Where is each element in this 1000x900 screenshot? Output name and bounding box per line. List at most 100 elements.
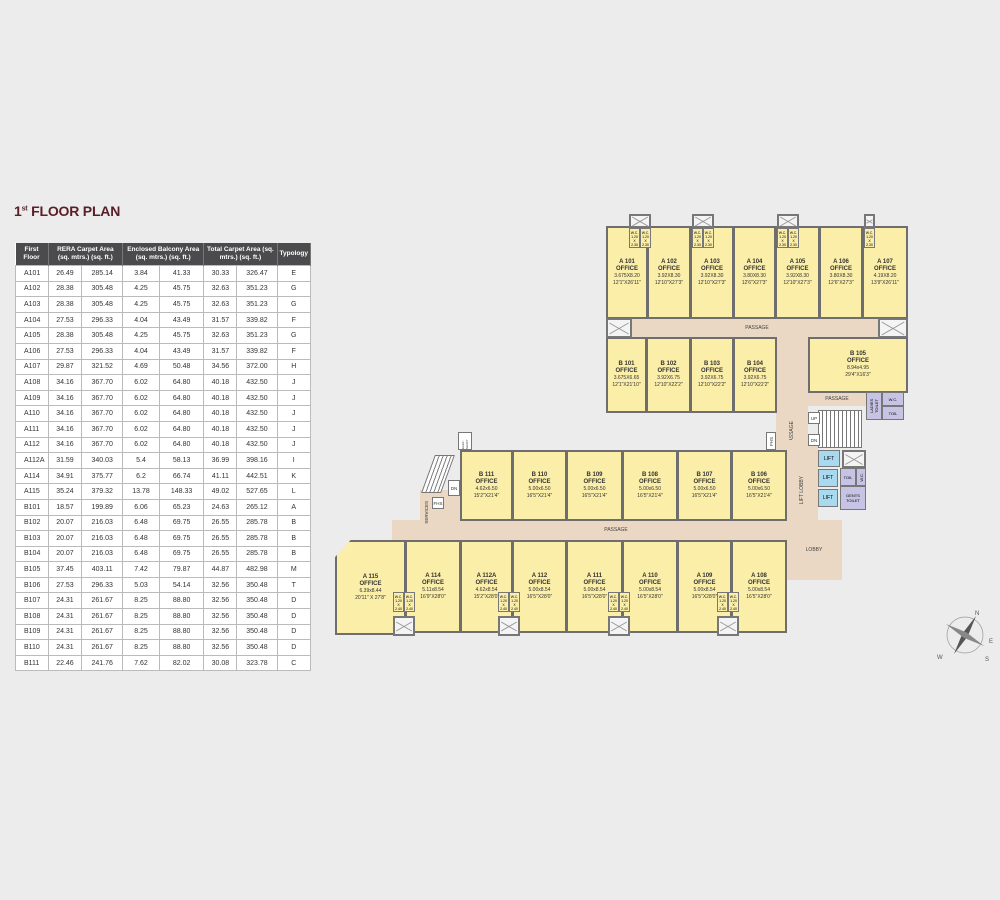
room-size-metric: 5.11x8.54 bbox=[422, 586, 444, 593]
room-size-metric: 3.675X8.20 bbox=[614, 272, 640, 279]
duct bbox=[608, 616, 630, 636]
gents-toilet: GENTS TOILET bbox=[840, 486, 866, 510]
room-number: A 115 bbox=[362, 573, 379, 580]
wc-cubicle: W.C. 1.20 X 2.40 bbox=[728, 592, 739, 612]
room-type: OFFICE bbox=[615, 368, 638, 374]
table-cell: 285.14 bbox=[81, 265, 124, 282]
room-number: A 103 bbox=[704, 258, 720, 265]
room-size-imperial: 12'10"X27'3" bbox=[783, 279, 812, 286]
room-size-metric: 8.94x4.95 bbox=[847, 365, 869, 371]
room-type: OFFICE bbox=[701, 265, 723, 272]
room-size-metric: 5.00x8.54 bbox=[639, 586, 661, 593]
table-cell: 22.46 bbox=[47, 654, 83, 672]
room-number: A 107 bbox=[877, 258, 893, 265]
room-size-imperial: 12'10"X22'2" bbox=[740, 382, 770, 388]
room-type: OFFICE bbox=[583, 579, 606, 586]
room-size-imperial: 13'9"X26'11" bbox=[871, 279, 899, 286]
room-number: A 104 bbox=[746, 258, 763, 265]
wc-cubicle: W.C. 1.20 X 2.40 bbox=[509, 592, 520, 612]
passage-top: PASSAGE bbox=[606, 318, 908, 338]
wc-cubicle: W.C. 1.20 X 2.30 bbox=[864, 228, 875, 248]
table-cell: 241.76 bbox=[81, 654, 124, 672]
room-size-metric: 3.92X6.75 bbox=[657, 375, 680, 381]
duct bbox=[864, 214, 875, 228]
room-size-imperial: 15'2"X21'4" bbox=[473, 492, 500, 499]
room-size-metric: 5.00x6.50 bbox=[528, 485, 551, 492]
table-cell: 45.75 bbox=[158, 280, 205, 298]
room-type: OFFICE bbox=[744, 368, 766, 374]
room-size-imperial: 12'10"X22'2" bbox=[654, 382, 683, 388]
room-number: A 105 bbox=[789, 258, 806, 265]
room-size-metric: 5.00x6.50 bbox=[583, 485, 606, 492]
wc-cubicle: W.C. 1.20 X 2.40 bbox=[404, 592, 415, 612]
elec-shaft: ELEC. SHAFT bbox=[458, 432, 472, 450]
room-size-metric: 5.00x8.54 bbox=[748, 586, 770, 593]
wc-cubicle: W.C. 1.20 X 2.30 bbox=[703, 228, 714, 248]
room-number: B 104 bbox=[746, 361, 763, 367]
services-label: SERVICES bbox=[420, 497, 432, 527]
up-label: UP bbox=[808, 412, 820, 424]
room-size-metric: 3.92X8.30 bbox=[700, 272, 724, 279]
staircase bbox=[818, 410, 862, 448]
fhs-label: FHS bbox=[766, 432, 776, 450]
table-cell: 261.67 bbox=[81, 592, 124, 610]
room-number: B 109 bbox=[586, 471, 603, 478]
dn-up-label: DN bbox=[448, 480, 460, 496]
lobby: LOBBY bbox=[786, 520, 842, 580]
room-size-metric: 3.92X6.75 bbox=[743, 375, 767, 381]
room-number: B 102 bbox=[660, 361, 677, 367]
room-size-imperial: 16'5"X28'0" bbox=[691, 593, 718, 600]
room-size-imperial: 12'10"X27'3" bbox=[654, 279, 684, 286]
room-number: A 101 bbox=[619, 258, 635, 265]
room-size-imperial: 16'5"X28'0" bbox=[746, 593, 772, 600]
room-size-metric: 5.00x8.54 bbox=[583, 586, 606, 593]
room-size-imperial: 16'5"X28'0" bbox=[581, 593, 608, 600]
room-number: B 105 bbox=[849, 351, 866, 357]
room-size-imperial: 12'1"X21'10" bbox=[612, 382, 641, 388]
column-header: First Floor bbox=[15, 243, 49, 266]
room-size-metric: 5.00x6.50 bbox=[639, 485, 661, 492]
toil-ladies: TOIL bbox=[882, 406, 904, 420]
table-cell: 7.62 bbox=[122, 654, 160, 672]
wc-cubicle: W.C. 1.20 X 2.40 bbox=[619, 592, 630, 612]
duct bbox=[692, 214, 714, 228]
lift-1: LIFT bbox=[818, 450, 840, 467]
room-type: OFFICE bbox=[701, 368, 723, 374]
wc-cubicle: W.C. 1.20 X 2.40 bbox=[393, 592, 404, 612]
room-type: OFFICE bbox=[475, 579, 498, 586]
room-number: B 108 bbox=[641, 471, 658, 478]
room-size-imperial: 16'5"X21'4" bbox=[637, 492, 663, 499]
table-cell: 40.18 bbox=[203, 389, 238, 407]
room-type: OFFICE bbox=[748, 579, 770, 586]
room-type: OFFICE bbox=[528, 478, 551, 485]
room-type: OFFICE bbox=[657, 368, 680, 374]
wc-cubicle: W.C. 1.20 X 2.30 bbox=[692, 228, 703, 248]
room-type: OFFICE bbox=[359, 580, 382, 587]
room-number: B 107 bbox=[696, 471, 713, 478]
duct bbox=[878, 318, 908, 338]
column-header: Typology bbox=[277, 243, 312, 266]
table-cell: 88.80 bbox=[158, 623, 205, 641]
duct bbox=[393, 616, 415, 636]
room-size-imperial: 12'1"X26'11" bbox=[613, 279, 641, 286]
